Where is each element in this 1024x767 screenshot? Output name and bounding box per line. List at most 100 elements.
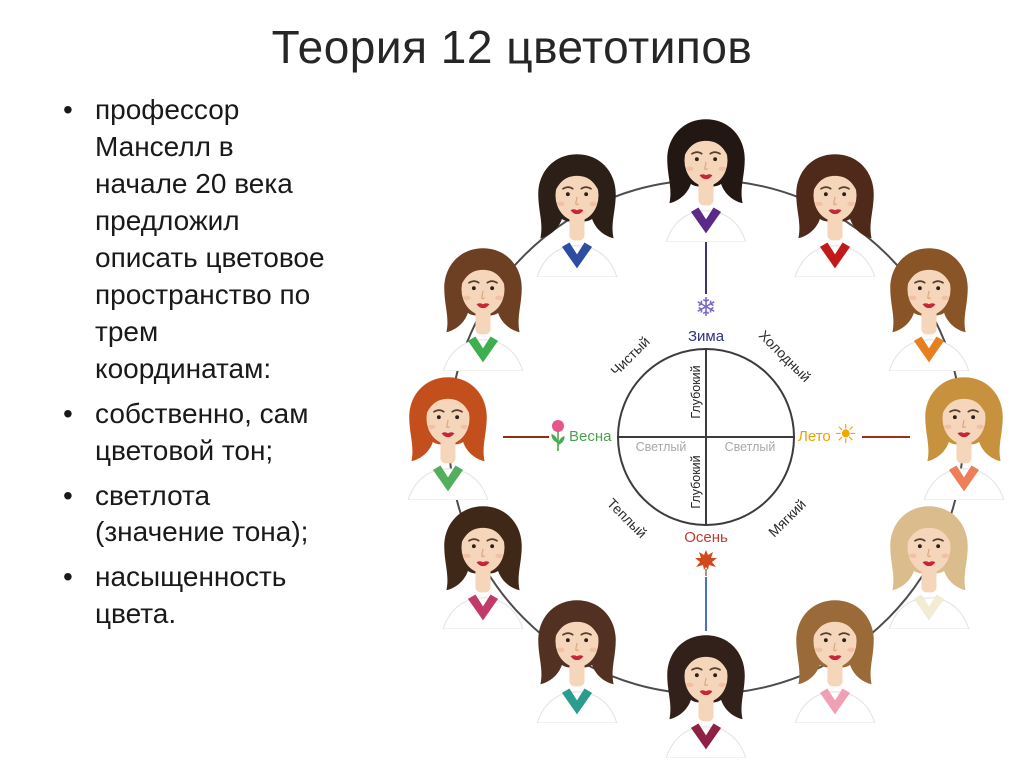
lips	[476, 303, 490, 309]
scarf	[819, 242, 851, 268]
scarf	[561, 242, 593, 268]
neck	[827, 660, 843, 687]
hair-fringe	[425, 385, 471, 417]
hair-fringe	[459, 514, 506, 546]
hair-fringe	[906, 514, 953, 546]
autumn-axis-line	[705, 577, 707, 631]
neck	[921, 308, 937, 335]
hair-fringe	[683, 127, 729, 159]
scarf	[432, 465, 464, 492]
sun-icon: ☀	[834, 419, 858, 449]
woman-portrait-icon	[665, 635, 747, 758]
bullet-item: профессор Манселл в начале 20 века предл…	[55, 92, 365, 388]
axis-label-deep-bottom: Глубокий	[689, 455, 703, 509]
woman-portrait-icon	[794, 153, 876, 277]
face	[684, 134, 728, 187]
neck	[569, 660, 585, 687]
face	[907, 263, 951, 316]
woman-portrait-icon	[923, 377, 1005, 500]
hair-fringe	[906, 256, 953, 288]
woman-portrait	[875, 502, 983, 629]
scarf	[467, 594, 498, 621]
hair-fringe	[683, 643, 729, 675]
neck	[569, 214, 585, 240]
face	[813, 168, 857, 221]
woman-portrait	[652, 115, 760, 242]
woman-portrait-icon	[407, 377, 489, 500]
woman-portrait	[652, 631, 760, 758]
scarf	[819, 688, 851, 715]
neck	[827, 214, 843, 240]
bullet-list: профессор Манселл в начале 20 века предл…	[55, 92, 365, 641]
lips	[828, 208, 842, 214]
lips	[570, 208, 584, 214]
axis-label-light-left: Светлый	[635, 440, 687, 454]
face	[461, 263, 505, 316]
bullet-text: собственно, сам цветовой тон;	[95, 397, 309, 466]
scarf	[467, 336, 498, 363]
summer-axis-line	[862, 436, 910, 438]
winter-axis-line	[705, 242, 707, 294]
face	[813, 615, 857, 668]
autumn-label: Осень	[684, 529, 728, 546]
woman-portrait-icon	[536, 153, 618, 277]
lips	[699, 174, 713, 180]
hair-fringe	[812, 609, 858, 640]
woman-portrait	[523, 150, 631, 277]
woman-portrait	[875, 244, 983, 371]
bullet-text: светлота (значение тона);	[95, 479, 309, 548]
tulip-icon	[549, 419, 567, 457]
winter-label: Зима	[687, 328, 725, 345]
woman-portrait	[781, 596, 889, 724]
lips	[699, 690, 713, 696]
woman-portrait	[781, 150, 889, 277]
scarf	[561, 688, 593, 715]
woman-portrait-icon	[536, 600, 618, 724]
summer-label: Лето	[798, 428, 831, 445]
neck	[440, 437, 456, 464]
lips	[922, 561, 936, 567]
neck	[475, 566, 491, 593]
axis-label-deep-top: Глубокий	[689, 365, 703, 419]
scarf	[914, 594, 945, 621]
horizontal-axis	[618, 436, 794, 438]
face	[426, 392, 470, 445]
scarf	[948, 465, 980, 492]
snowflake-icon: ❄	[695, 292, 717, 322]
lips	[441, 432, 455, 438]
face	[555, 615, 599, 668]
lips	[957, 432, 971, 438]
neck	[921, 566, 937, 593]
lips	[922, 303, 936, 309]
woman-portrait	[429, 502, 537, 629]
woman-portrait	[429, 244, 537, 371]
bullet-item: светлота (значение тона);	[55, 478, 365, 552]
hair-fringe	[554, 609, 600, 640]
lips	[476, 561, 490, 567]
face	[684, 650, 728, 703]
woman-portrait-icon	[665, 119, 747, 242]
face	[907, 521, 951, 574]
woman-portrait-icon	[889, 248, 970, 371]
bullet-item: собственно, сам цветовой тон;	[55, 396, 365, 470]
woman-portrait	[910, 373, 1018, 500]
neck	[956, 437, 972, 464]
woman-portrait	[523, 596, 631, 724]
bullet-item: насыщенность цвета.	[55, 559, 365, 633]
scarf	[914, 336, 945, 363]
hair-fringe	[459, 256, 506, 288]
woman-portrait-icon	[442, 506, 523, 629]
scarf	[690, 723, 722, 750]
neck	[698, 695, 714, 722]
lips	[570, 655, 584, 661]
face	[942, 392, 986, 445]
hair-fringe	[812, 162, 858, 193]
axis-label-light-right: Светлый	[724, 440, 776, 454]
neck	[475, 308, 491, 335]
hair-fringe	[554, 162, 600, 193]
woman-portrait-icon	[794, 600, 876, 724]
spring-label: Весна	[569, 428, 612, 445]
lips	[828, 655, 842, 661]
